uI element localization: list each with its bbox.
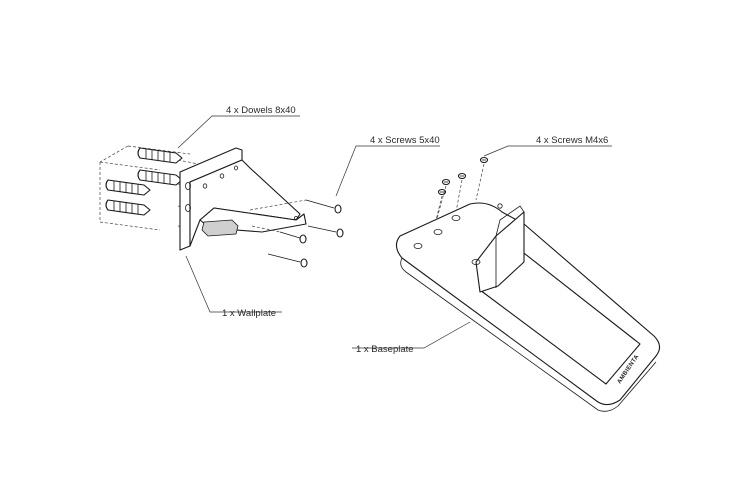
dowel-4 [105, 199, 151, 216]
label-screws-5x40: 4 x Screws 5x40 [370, 135, 440, 146]
dowel-set [99, 145, 219, 231]
label-baseplate: 1 x Baseplate [356, 344, 414, 355]
screw-5x40-3 [279, 231, 307, 244]
baseplate: AMBIENTA [395, 202, 661, 412]
screw-m4x6-1 [479, 156, 489, 164]
dowel-1 [137, 147, 183, 164]
label-dowels: 4 x Dowels 8x40 [226, 105, 296, 116]
screw-m4x6-3 [441, 178, 451, 186]
screw-5x40-1 [305, 199, 342, 214]
screw-set-m4x6 [431, 156, 489, 237]
label-wallplate: 1 x Wallplate [222, 308, 276, 319]
screw-5x40-4 [267, 253, 308, 268]
leader-lines [177, 115, 612, 349]
label-screws-m4x6: 4 x Screws M4x6 [536, 135, 608, 146]
dowel-2 [137, 169, 183, 186]
screw-m4x6-2 [457, 172, 467, 180]
wallplate [179, 147, 307, 251]
screw-5x40-2 [307, 225, 344, 238]
screw-set-5x40 [249, 199, 344, 268]
dowel-3 [105, 179, 151, 196]
